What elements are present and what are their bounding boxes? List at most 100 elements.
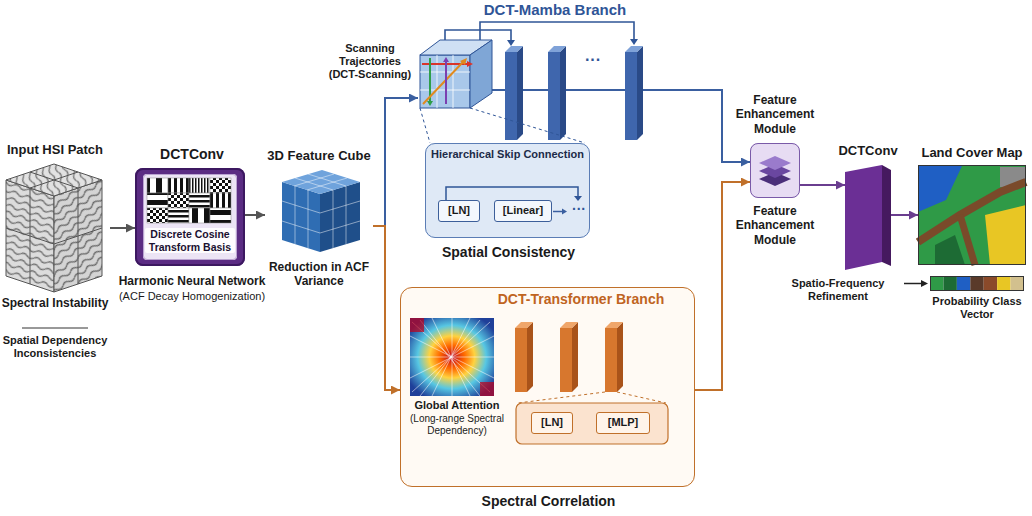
node-label: Spatio-Frequency Refinement [780, 277, 896, 303]
transformer-blocks [560, 328, 572, 392]
node-label: Input HSI Patch [0, 142, 110, 158]
dashed-leaders [518, 392, 666, 403]
input-cube [22, 328, 88, 329]
feature-cube: 3D Feature CubeReduction in ACF Variance [265, 148, 373, 290]
scanning-cube [427, 101, 433, 106]
arrow-head [574, 196, 582, 201]
scanning-cube [470, 40, 492, 108]
flow-arrow [110, 227, 135, 229]
attention-map [410, 318, 494, 396]
node-label: Reduction in ACF Variance [265, 260, 373, 289]
attention-node: Global Attention(Long-range Spectral Dep… [406, 313, 508, 478]
flow-arrow [373, 98, 418, 226]
transformer-blocks [617, 322, 623, 392]
dctconv-block [168, 208, 189, 223]
feature-cube [282, 174, 360, 248]
transformer-blocks [515, 322, 533, 328]
class-vector [1011, 276, 1024, 291]
dctconv-block [168, 193, 189, 208]
branch-title: DCT-Mamba Branch [465, 1, 645, 19]
mamba-blocks [505, 52, 517, 140]
node-label: Harmonic Neural Network [105, 274, 279, 288]
dctconv-block [210, 193, 231, 208]
flow-arrow [373, 226, 400, 390]
dctconv-box: DCTConvHarmonic Neural Network(ACF Decay… [135, 168, 245, 266]
refinement-slab: DCTConvSpatio-Frequency Refinement [845, 165, 891, 271]
scanning-cube [423, 62, 463, 104]
skip-arcs [445, 22, 634, 41]
dashed-leaders [470, 108, 585, 143]
scanning-cube [467, 61, 473, 67]
node-label: Scanning Trajectories (DCT-Scanning) [326, 42, 414, 82]
dctconv-block [189, 193, 210, 208]
mamba-blocks [517, 46, 523, 140]
flow-arrow [245, 214, 265, 216]
node-label: Hierarchical Skip Connection [430, 148, 585, 161]
dctconv-block [147, 178, 231, 223]
class-vector [957, 276, 970, 291]
transformer-panel-fill [400, 287, 695, 487]
fem-icon [750, 143, 800, 198]
land-cover-map [985, 205, 1026, 265]
dctconv-block [147, 208, 168, 223]
node-label: 3D Feature Cube [265, 148, 373, 164]
transformer-blocks [527, 322, 533, 392]
layer-box: [LN] [531, 412, 573, 434]
feature-cube [282, 182, 320, 252]
class-vector [943, 276, 956, 291]
land-cover-map [918, 165, 1026, 265]
scanning-cube [420, 55, 470, 108]
node-label: DCTConv [117, 146, 267, 163]
class-vector [930, 276, 1024, 291]
node-label: Global Attention [406, 399, 508, 412]
dctconv-block [168, 178, 189, 193]
land-cover-map [918, 166, 962, 212]
dctconv-block [189, 178, 210, 193]
attention-map [480, 382, 494, 396]
layer-box: [LN] [438, 200, 480, 222]
dashed-leaders [420, 108, 585, 143]
node-label: Land Cover Map [915, 145, 1029, 161]
dashed-leaders [518, 392, 605, 403]
node-label: Feature Enhancement Module [720, 93, 830, 136]
basis-panel: Discrete Cosine Transform Basis [143, 174, 237, 260]
arrow-head [507, 40, 515, 46]
flow-arrow [891, 214, 918, 216]
mamba-blocks [560, 46, 566, 140]
dashed-leaders [420, 108, 430, 143]
feature-cube [282, 170, 360, 194]
node-label: Spatial Consistency [416, 244, 601, 261]
node-label: Spectral Correlation [441, 493, 656, 510]
dctconv-block [147, 178, 168, 193]
class-vector [984, 276, 997, 291]
scanning-cube [420, 40, 492, 108]
arrow-line [904, 283, 922, 285]
flow-arrow [800, 184, 845, 186]
scanning-cube [445, 62, 447, 104]
node-label: (Long-range Spectral Dependency) [406, 413, 508, 437]
flow-arrow [695, 182, 750, 390]
ellipsis: ··· [574, 50, 612, 69]
transformer-blocks [605, 328, 617, 392]
node-label: Spectral Instability [0, 296, 110, 310]
node-label: [Linear] [495, 204, 551, 217]
node-label: Probability Class Vector [925, 295, 1029, 321]
attention-map [410, 318, 494, 396]
ellipsis: ··· [567, 201, 591, 218]
transformer-blocks [560, 322, 578, 328]
scanning-cube [420, 55, 470, 108]
skip-panel: Hierarchical Skip ConnectionSpatial Cons… [425, 143, 590, 238]
dashed-leaders [617, 392, 666, 403]
land-cover-map [918, 182, 1026, 242]
land-cover-map [935, 235, 965, 265]
enhancement-module: Feature Enhancement ModuleFeature Enhanc… [750, 143, 800, 198]
mamba-blocks [505, 46, 523, 52]
mamba-blocks [637, 46, 643, 140]
scanning-cube: Scanning Trajectories (DCT-Scanning) [418, 38, 492, 108]
dctconv-block [210, 178, 231, 193]
node-label: [LN] [439, 204, 479, 217]
transformer-blocks [605, 322, 623, 328]
mamba-blocks [548, 46, 566, 52]
dctconv-slab [845, 165, 882, 270]
